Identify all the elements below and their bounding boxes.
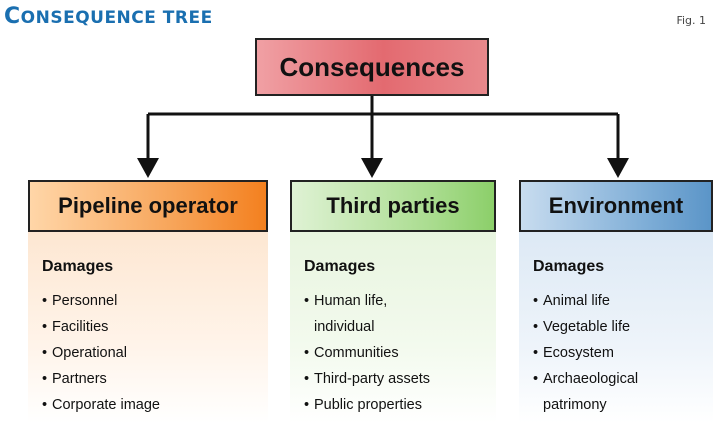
list-item: Corporate image bbox=[42, 392, 268, 418]
damages-heading: Damages bbox=[304, 258, 376, 275]
pipeline-operator-node: Pipeline operator bbox=[28, 180, 268, 232]
list-item: Public properties bbox=[304, 392, 496, 418]
figure-title-initial: C bbox=[4, 4, 21, 29]
arrow-to-third-parties bbox=[361, 114, 383, 178]
consequences-node: Consequences bbox=[255, 38, 489, 96]
list-item: Partners bbox=[42, 366, 268, 392]
figure-number: Fig. 1 bbox=[676, 14, 706, 27]
list-item: Facilities bbox=[42, 314, 268, 340]
damages-list: Personnel Facilities Operational Partner… bbox=[42, 288, 268, 418]
list-item: Ecosystem bbox=[533, 340, 713, 366]
third-parties-node: Third parties bbox=[290, 180, 496, 232]
list-item: Communities bbox=[304, 340, 496, 366]
damages-list: Animal life Vegetable life Ecosystem Arc… bbox=[533, 288, 713, 418]
third-parties-damages-panel: Damages Human life,individual Communitie… bbox=[290, 232, 496, 423]
figure-title-rest: ONSEQUENCE TREE bbox=[20, 8, 213, 28]
damages-heading: Damages bbox=[42, 258, 114, 275]
list-item: Animal life bbox=[533, 288, 713, 314]
arrow-to-operator bbox=[137, 114, 159, 178]
damages-list: Human life,individual Communities Third-… bbox=[304, 288, 496, 418]
list-item: Third-party assets bbox=[304, 366, 496, 392]
figure-title: CONSEQUENCE TREE bbox=[4, 6, 213, 28]
arrow-to-environment bbox=[607, 114, 629, 178]
list-item: Human life,individual bbox=[304, 288, 496, 340]
environment-node: Environment bbox=[519, 180, 713, 232]
pipeline-operator-damages-panel: Damages Personnel Facilities Operational… bbox=[28, 232, 268, 423]
list-item: Personnel bbox=[42, 288, 268, 314]
list-item: Vegetable life bbox=[533, 314, 713, 340]
damages-heading: Damages bbox=[533, 258, 605, 275]
list-item: Operational bbox=[42, 340, 268, 366]
environment-damages-panel: Damages Animal life Vegetable life Ecosy… bbox=[519, 232, 713, 423]
